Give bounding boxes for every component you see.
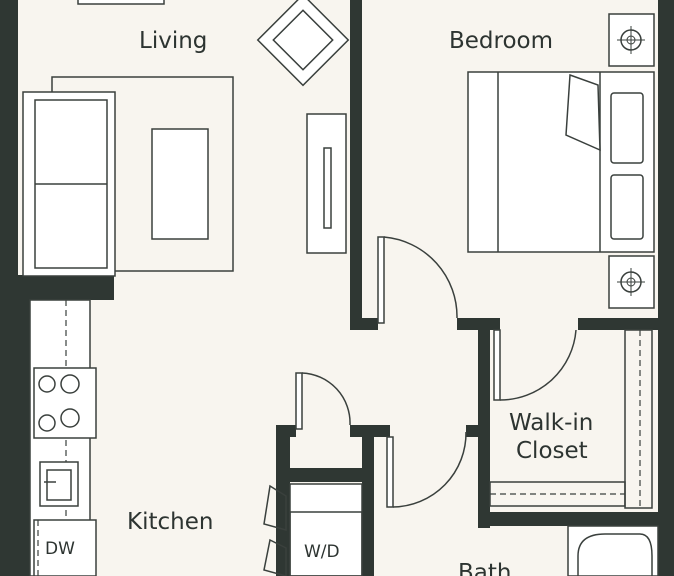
dishwasher-label: DW (45, 539, 75, 559)
laundry-divider-wall (276, 468, 374, 482)
bath-left-wall (362, 425, 374, 576)
bedroom-door (377, 236, 458, 324)
right-exterior-wall (658, 0, 674, 576)
bedroom-bottom-wall-left (350, 318, 378, 330)
closet-label-line1: Walk-in (509, 410, 593, 436)
coffee-table (151, 128, 209, 240)
center-wall (350, 0, 362, 328)
laundry-top-wall-a (276, 425, 296, 437)
stove (33, 367, 97, 439)
laundry-door (295, 372, 351, 430)
closet-bottom-wall (478, 512, 658, 526)
closet-label-line2: Closet (516, 438, 588, 464)
bedroom-label: Bedroom (449, 28, 553, 54)
kitchen-label: Kitchen (127, 509, 213, 535)
living-label: Living (139, 28, 207, 54)
window-top (77, 0, 165, 5)
armchair (256, 0, 350, 87)
dishwasher (33, 519, 97, 576)
kitchen-sink (39, 461, 79, 507)
closet-door (493, 329, 577, 401)
kitchen-left-wall (18, 275, 30, 576)
nightstand-bottom (608, 255, 655, 309)
bath-top-wall (466, 425, 490, 437)
closet-left-wall (478, 318, 490, 528)
bathtub (567, 525, 659, 576)
bath-door (386, 431, 467, 508)
nightstand-top (608, 13, 655, 67)
living-bottom-wall (18, 275, 114, 300)
washer-dryer-label: W/D (304, 542, 340, 562)
closet-shelf (489, 329, 653, 509)
tv-console (306, 113, 347, 254)
bed (467, 71, 655, 253)
bath-label: Bath (458, 560, 511, 576)
sofa (22, 91, 116, 277)
left-exterior-wall (0, 0, 18, 576)
bedroom-bottom-wall-right (578, 318, 658, 330)
laundry-left-wall (276, 425, 290, 576)
washer-dryer (263, 483, 363, 576)
